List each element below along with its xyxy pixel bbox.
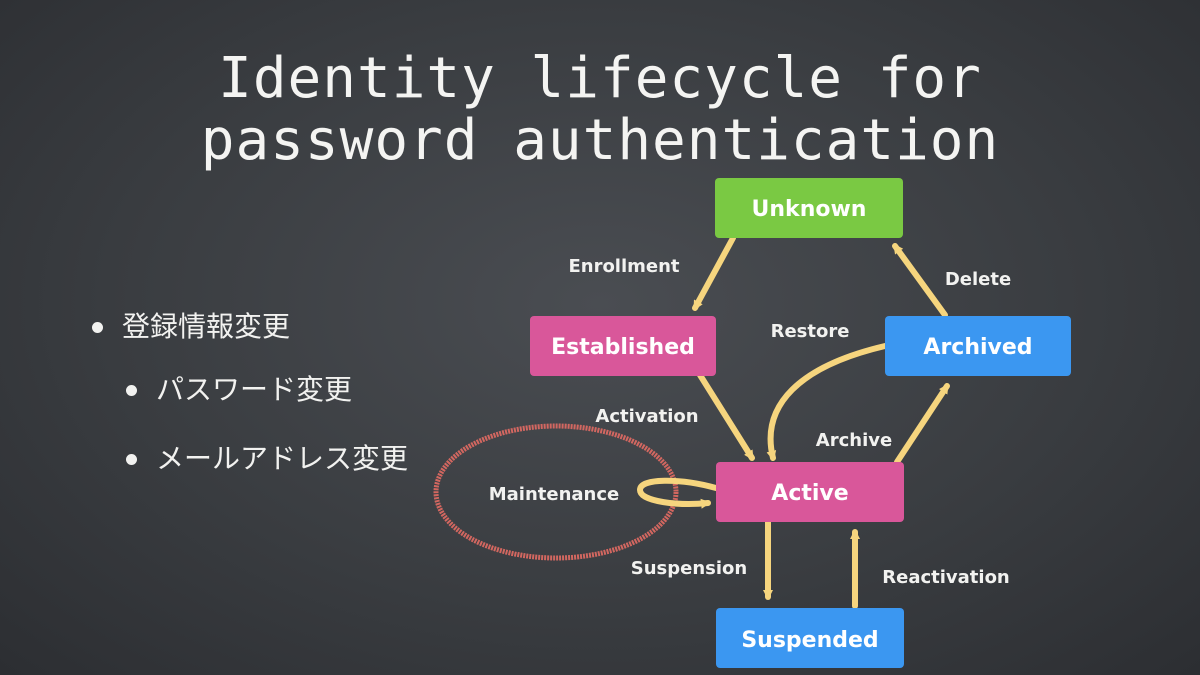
edge-activation-label: Activation xyxy=(595,406,698,427)
bullet-text: 登録情報変更 xyxy=(122,310,291,343)
edge-suspension-label: Suspension xyxy=(631,558,747,579)
edge-delete-arrow xyxy=(892,243,948,318)
node-active xyxy=(716,462,904,522)
highlight-circle xyxy=(433,423,679,561)
bullet-dot-icon xyxy=(126,454,137,465)
node-suspended-label: Suspended xyxy=(741,628,878,653)
title-line-2: password authentication xyxy=(200,108,1000,173)
edge-reactivation-label: Reactivation xyxy=(882,567,1010,588)
node-suspended xyxy=(716,608,904,668)
edge-activation-arrow xyxy=(697,372,755,461)
edge-archive-label: Archive xyxy=(816,430,892,451)
edge-delete-label: Delete xyxy=(945,269,1011,290)
bullet-text: メールアドレス変更 xyxy=(156,442,409,475)
edge-maintenance-label: Maintenance xyxy=(489,484,620,505)
edge-maintenance-arrow xyxy=(636,477,719,509)
edge-enrollment-label: Enrollment xyxy=(568,256,679,277)
slide-title: Identity lifecycle for password authenti… xyxy=(0,48,1200,172)
node-unknown-label: Unknown xyxy=(752,197,867,222)
edge-archive-arrow xyxy=(894,383,950,465)
bullet-text: パスワード変更 xyxy=(156,373,353,406)
node-active-label: Active xyxy=(771,481,848,506)
node-established xyxy=(530,316,716,376)
edge-restore-arrow xyxy=(766,343,888,461)
edge-enrollment-arrow xyxy=(692,235,736,311)
node-unknown xyxy=(715,178,903,238)
edge-restore-label: Restore xyxy=(771,321,850,342)
node-archived-label: Archived xyxy=(923,335,1032,360)
node-established-label: Established xyxy=(551,335,695,360)
node-archived xyxy=(885,316,1071,376)
title-line-1: Identity lifecycle for xyxy=(218,46,982,111)
bullet-dot-icon xyxy=(92,322,103,333)
bullet-dot-icon xyxy=(126,385,137,396)
